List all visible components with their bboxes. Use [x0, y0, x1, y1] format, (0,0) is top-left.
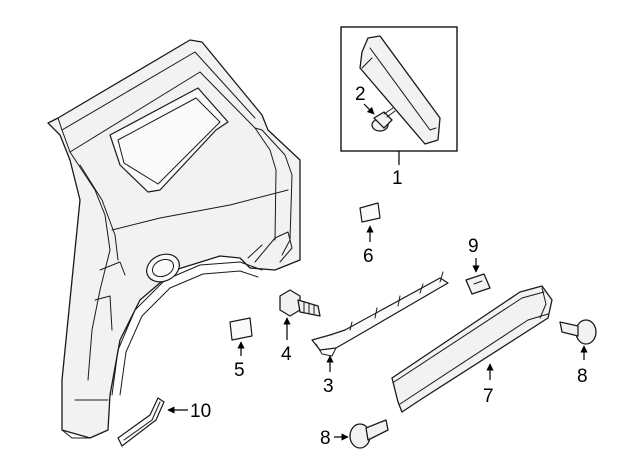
side-moulding-7 [391, 285, 553, 413]
rivet-8-bottom [349, 419, 389, 449]
pad-5 [229, 317, 253, 341]
callout-6: 6 [363, 246, 374, 267]
clip-9 [465, 273, 491, 295]
rivet-8-right [559, 319, 597, 345]
callout-10: 10 [190, 401, 211, 422]
bracket-3 [311, 271, 449, 357]
callout-8-right: 8 [577, 366, 588, 387]
callout-7: 7 [483, 386, 494, 407]
clip-6 [359, 202, 381, 223]
trim-10 [117, 397, 165, 447]
callout-5: 5 [234, 360, 245, 381]
callout-1: 1 [392, 168, 403, 189]
callout-2: 2 [355, 84, 366, 105]
callout-3: 3 [323, 376, 334, 397]
callout-8-bottom: 8 [320, 428, 331, 449]
callout-9: 9 [468, 236, 479, 257]
quarter-panel [47, 39, 301, 439]
bolt-4 [279, 289, 321, 317]
screw-2 [371, 107, 396, 132]
inset-part-1: 2 [340, 26, 458, 152]
callout-4: 4 [281, 344, 292, 365]
